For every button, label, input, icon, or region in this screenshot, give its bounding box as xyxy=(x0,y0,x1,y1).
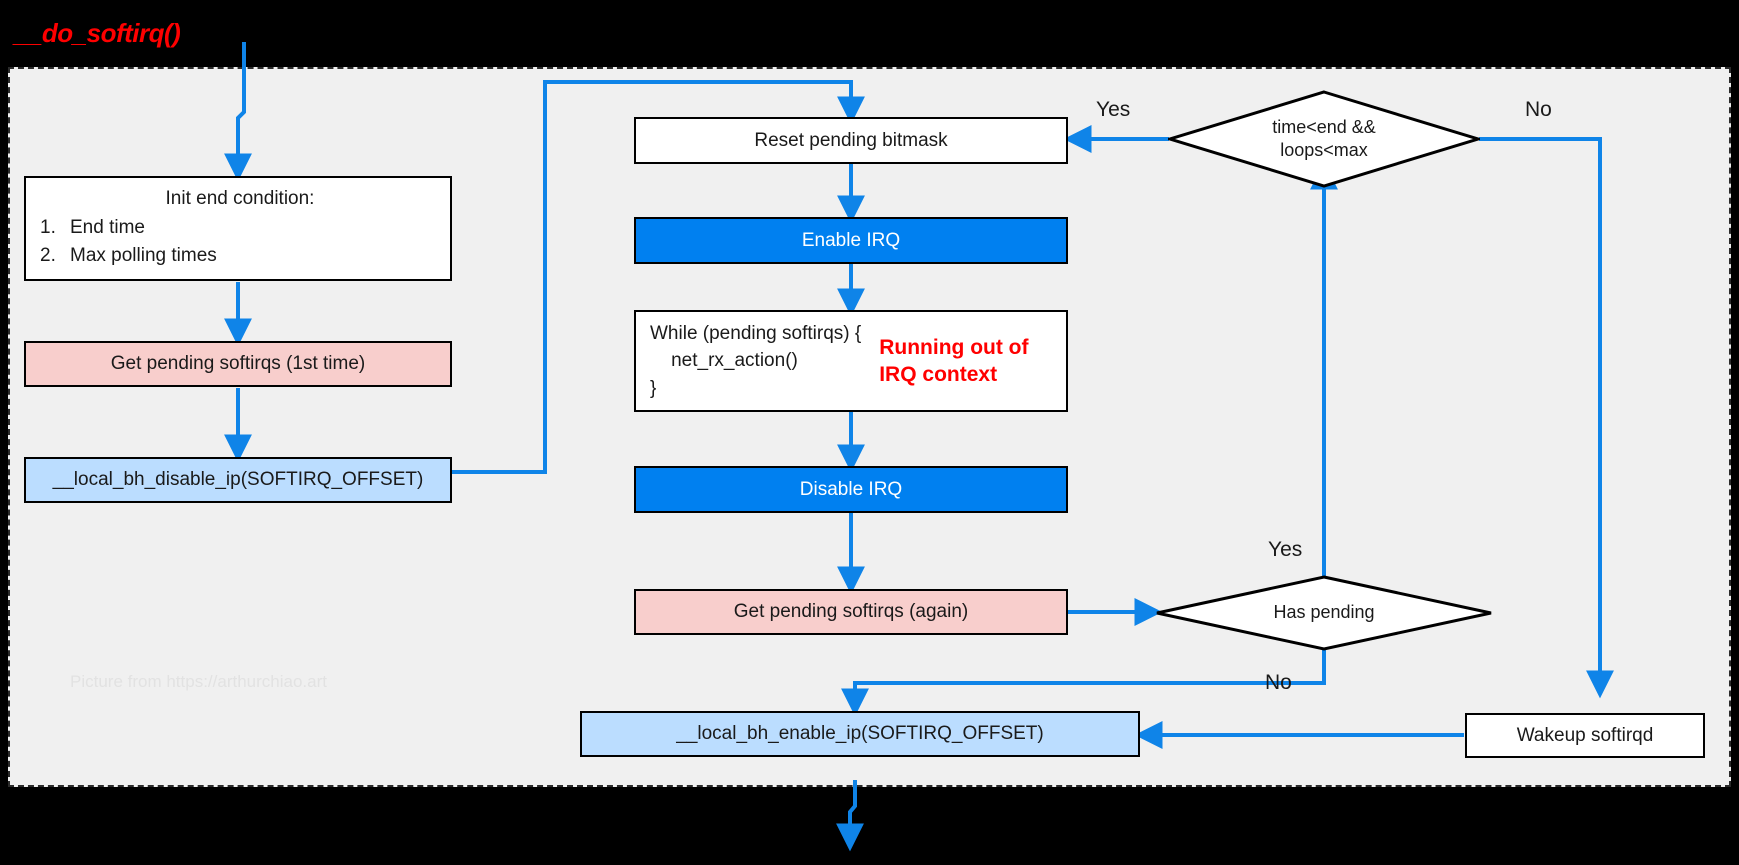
decision-has-pending-label: Has pending xyxy=(1273,602,1375,623)
edge-label-time-loops-yes: Yes xyxy=(1096,98,1131,121)
node-local-bh-disable-ip: __local_bh_disable_ip(SOFTIRQ_OFFSET) xyxy=(24,457,452,503)
edge-label-time-loops-no: No xyxy=(1525,98,1552,121)
node-local-bh-enable-ip: __local_bh_enable_ip(SOFTIRQ_OFFSET) xyxy=(580,711,1140,757)
running-out-of-irq-context-note: Running out of IRQ context xyxy=(879,335,1029,386)
node-disable-irq: Disable IRQ xyxy=(634,466,1068,513)
init-item-label: End time xyxy=(70,216,145,238)
node-init-end-condition: Init end condition: 1. End time 2. Max p… xyxy=(24,176,452,281)
node-get-pending-softirqs-first: Get pending softirqs (1st time) xyxy=(24,341,452,387)
decision-has-pending: Has pending xyxy=(1155,575,1493,651)
node-get-pending-softirqs-again: Get pending softirqs (again) xyxy=(634,589,1068,635)
node-while-pending-softirqs: While (pending softirqs) { net_rx_action… xyxy=(634,310,1068,412)
node-wakeup-softirqd: Wakeup softirqd xyxy=(1465,713,1705,758)
init-item-number: 1. xyxy=(40,216,56,238)
page-title: __do_softirq() xyxy=(14,18,181,48)
watermark-credit: Picture from https://arthurchiao.art xyxy=(70,672,327,691)
list-item: 1. End time xyxy=(40,215,440,241)
list-item: 2. Max polling times xyxy=(40,243,440,269)
node-reset-pending-bitmask: Reset pending bitmask xyxy=(634,117,1068,164)
while-loop-code: While (pending softirqs) { net_rx_action… xyxy=(650,322,862,399)
edge-label-has-pending-no: No xyxy=(1265,671,1292,694)
edge-label-has-pending-yes: Yes xyxy=(1268,538,1303,561)
node-enable-irq: Enable IRQ xyxy=(634,217,1068,264)
init-heading: Init end condition: xyxy=(165,188,315,209)
decision-time-loops-label: time<end && loops<max xyxy=(1272,116,1376,160)
init-items-list: 1. End time 2. Max polling times xyxy=(40,215,440,269)
init-item-label: Max polling times xyxy=(70,245,217,267)
init-item-number: 2. xyxy=(40,245,56,267)
decision-time-end-loops-max: time<end && loops<max xyxy=(1168,90,1480,188)
